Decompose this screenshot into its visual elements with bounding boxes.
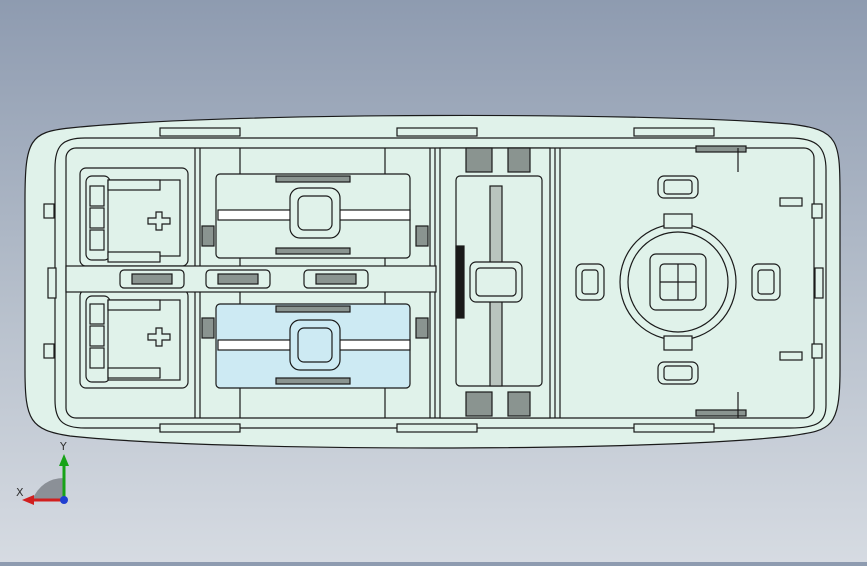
side-clips: [43, 197, 824, 361]
triad-label-y: Y: [60, 440, 67, 453]
triad-label-x: X: [16, 486, 24, 499]
z-axis-dot: [60, 496, 68, 504]
horizontal-latch-row: [65, 265, 437, 293]
connector-block-lower: [79, 289, 189, 389]
connector-block-upper: [79, 167, 189, 267]
switch-module-upper: [201, 173, 429, 259]
axis-triad: Y X: [14, 438, 84, 508]
housing-inner-rim: [54, 137, 827, 429]
triad-gray-cone: [32, 478, 64, 500]
right-panel: [575, 148, 781, 418]
center-slider-assembly: [439, 147, 551, 419]
mounting-tabs: [159, 127, 747, 433]
switch-module-lower: [201, 303, 429, 389]
